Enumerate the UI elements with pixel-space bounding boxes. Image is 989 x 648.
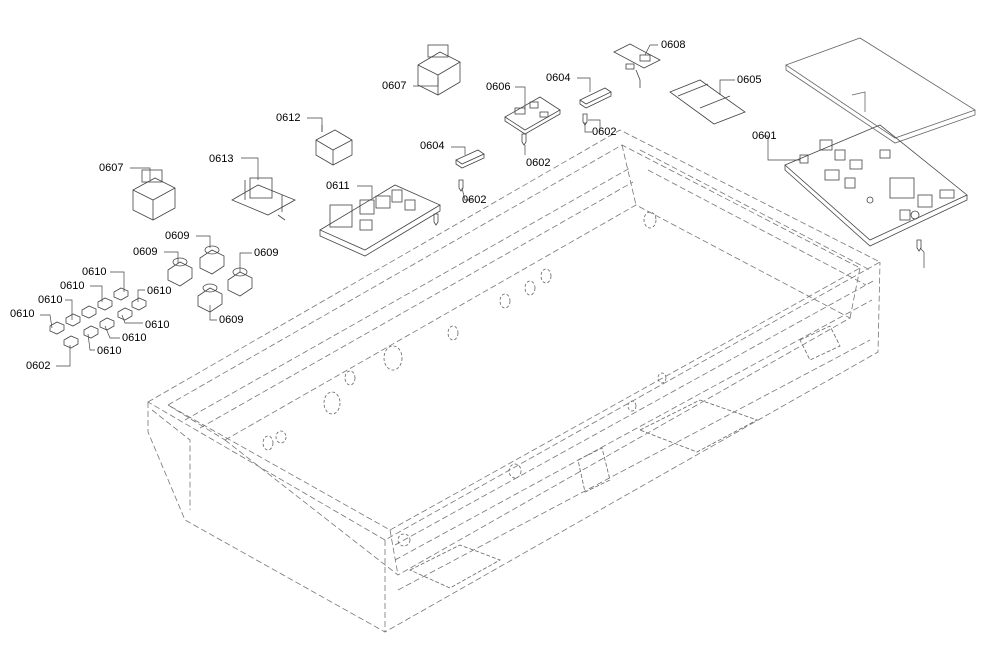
- transformer-0607-top: [417, 44, 461, 96]
- callout-label: 0612: [276, 112, 301, 124]
- callout-label: 0602: [462, 194, 487, 206]
- clip-0609-1: [167, 257, 193, 287]
- callout-label: 0613: [209, 153, 234, 165]
- callout-label: 0606: [486, 81, 511, 93]
- clip-0609-2: [199, 245, 225, 275]
- switch-board-0604-left: [455, 149, 485, 169]
- callout-label: 0602: [592, 126, 617, 138]
- board-0608: [613, 43, 661, 88]
- callout-label: 0604: [546, 72, 571, 84]
- callout-label: 0608: [661, 39, 686, 51]
- bracket-0605: [669, 79, 746, 125]
- bracket-0613: [231, 177, 296, 221]
- callout-label: 0607: [382, 80, 407, 92]
- callout-label: 0610: [60, 280, 85, 292]
- chassis-frame: [147, 129, 881, 633]
- board-0606: [504, 96, 561, 135]
- clip-0609-3: [227, 267, 253, 297]
- callout-label: 0602: [526, 157, 551, 169]
- callout-label: 0607: [99, 162, 124, 174]
- standoffs-0602: [433, 113, 922, 252]
- callout-label: 0609: [133, 246, 158, 258]
- callout-label: 0610: [82, 266, 107, 278]
- callout-label: 0609: [254, 247, 279, 259]
- callout-label: 0610: [147, 285, 172, 297]
- transformer-0607-left: [132, 169, 176, 221]
- callout-label: 0601: [752, 130, 777, 142]
- clip-0609-4: [197, 283, 223, 313]
- relay-0612: [315, 125, 353, 166]
- callout-label: 0609: [219, 314, 244, 326]
- top-panel: [785, 37, 976, 144]
- callout-label: 0605: [737, 74, 762, 86]
- callout-label: 0611: [326, 180, 350, 192]
- callout-label: 0604: [420, 140, 445, 152]
- chassis-holes: [262, 211, 667, 547]
- callout-label: 0610: [122, 332, 147, 344]
- floor-panels: [409, 325, 841, 589]
- callout-label: 0610: [38, 294, 63, 306]
- switch-board-0604-right: [579, 87, 612, 109]
- small-clips-0610: [49, 287, 147, 349]
- callout-label: 0610: [10, 308, 35, 320]
- callout-label: 0610: [97, 345, 122, 357]
- callout-label: 0610: [145, 319, 170, 331]
- control-board-0601: [784, 124, 968, 247]
- leader-lines: [40, 44, 925, 367]
- callout-label: 0609: [165, 230, 190, 242]
- relay-board-0611: [319, 184, 441, 257]
- callout-label: 0602: [26, 360, 51, 372]
